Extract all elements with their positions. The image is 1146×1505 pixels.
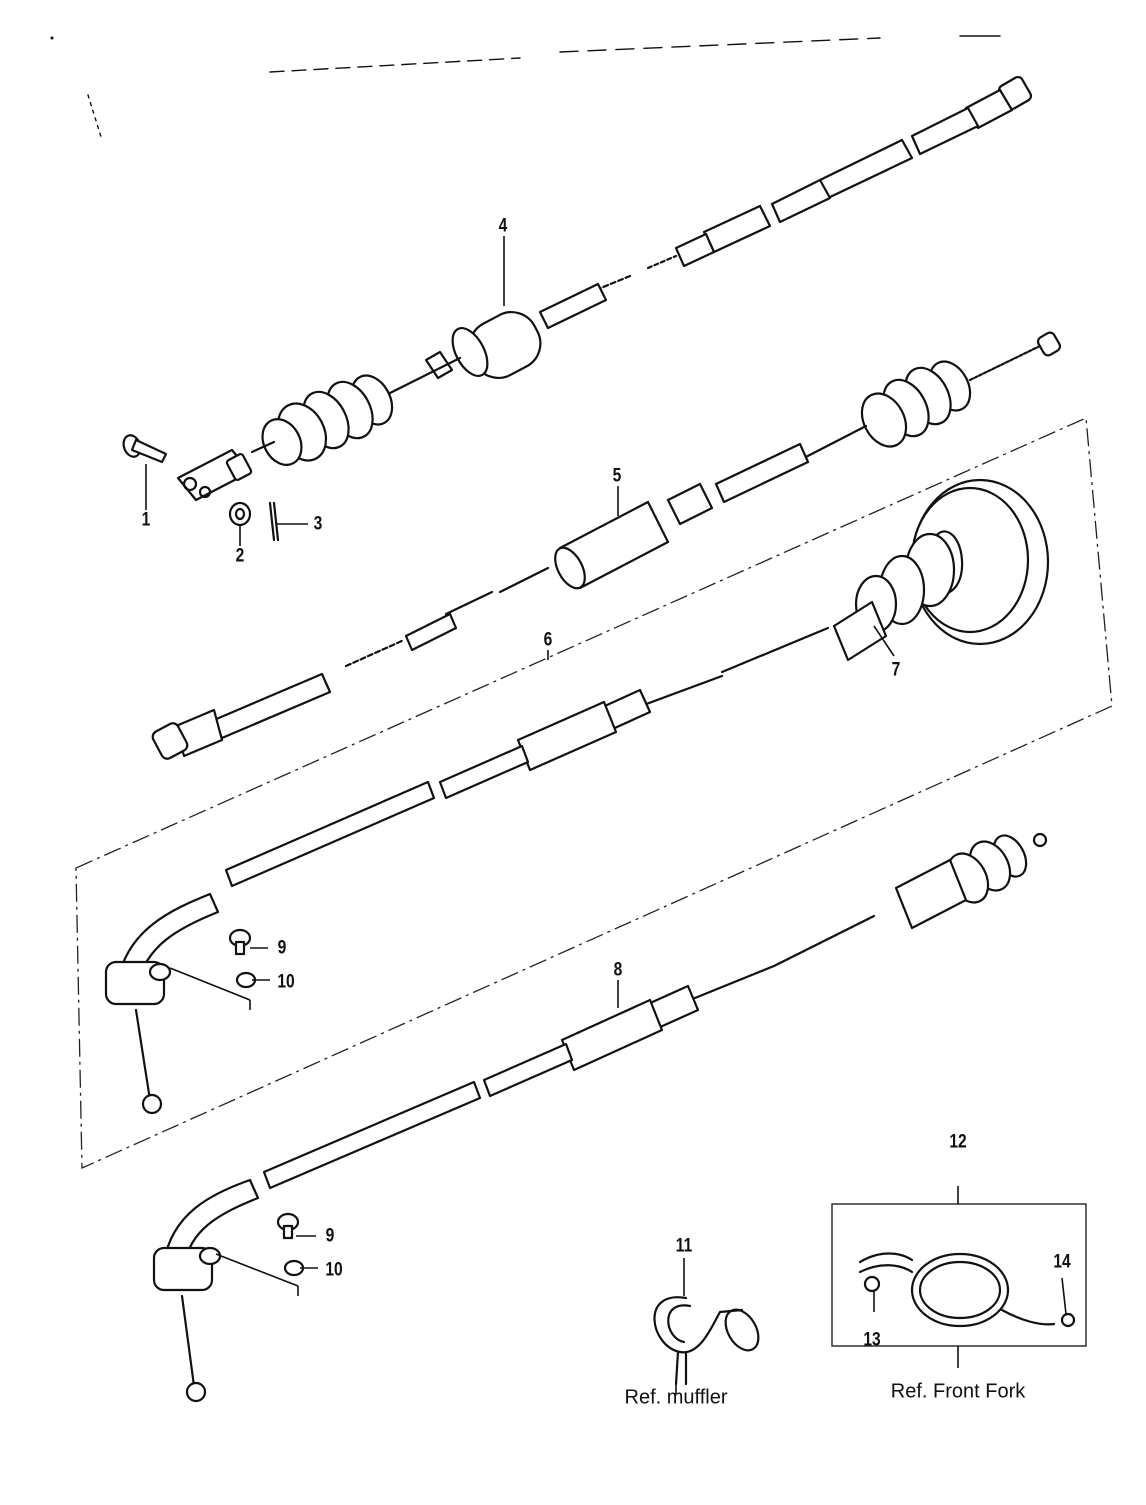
- callout-9-upper: 9: [277, 937, 287, 959]
- callout-13: 13: [863, 1329, 881, 1351]
- clamp-box-12: [831, 1203, 1087, 1347]
- callout-10-upper: 10: [277, 971, 295, 993]
- cable-8: [152, 832, 1048, 1403]
- assembly-boundary-6: [75, 417, 1113, 1169]
- clip-11: [653, 1296, 760, 1386]
- callout-2: 2: [235, 545, 245, 567]
- cable-4: [176, 75, 1033, 502]
- callout-10-lower: 10: [325, 1259, 343, 1281]
- callout-1: 1: [141, 509, 151, 531]
- callout-9-lower: 9: [325, 1225, 335, 1247]
- cable-7: [104, 478, 1050, 1115]
- leader-lines: [145, 236, 895, 1394]
- callout-14: 14: [1053, 1251, 1071, 1273]
- callout-3: 3: [313, 513, 323, 535]
- callout-6: 6: [543, 629, 553, 651]
- ref-muffler: Ref. muffler: [624, 1386, 728, 1409]
- callout-7: 7: [891, 659, 901, 681]
- cable-5: [151, 331, 1062, 760]
- pin-1: [122, 434, 168, 464]
- callout-8: 8: [613, 959, 623, 981]
- clamp-12: [858, 1186, 1076, 1368]
- washer-2: [228, 501, 252, 527]
- callout-11: 11: [675, 1235, 693, 1257]
- callout-5: 5: [612, 465, 622, 487]
- cotter-pin-3: [268, 501, 280, 542]
- callout-12: 12: [949, 1131, 967, 1153]
- scan-marks: [50, 35, 1001, 141]
- ref-front-fork: Ref. Front Fork: [890, 1380, 1026, 1403]
- callout-4: 4: [498, 215, 508, 237]
